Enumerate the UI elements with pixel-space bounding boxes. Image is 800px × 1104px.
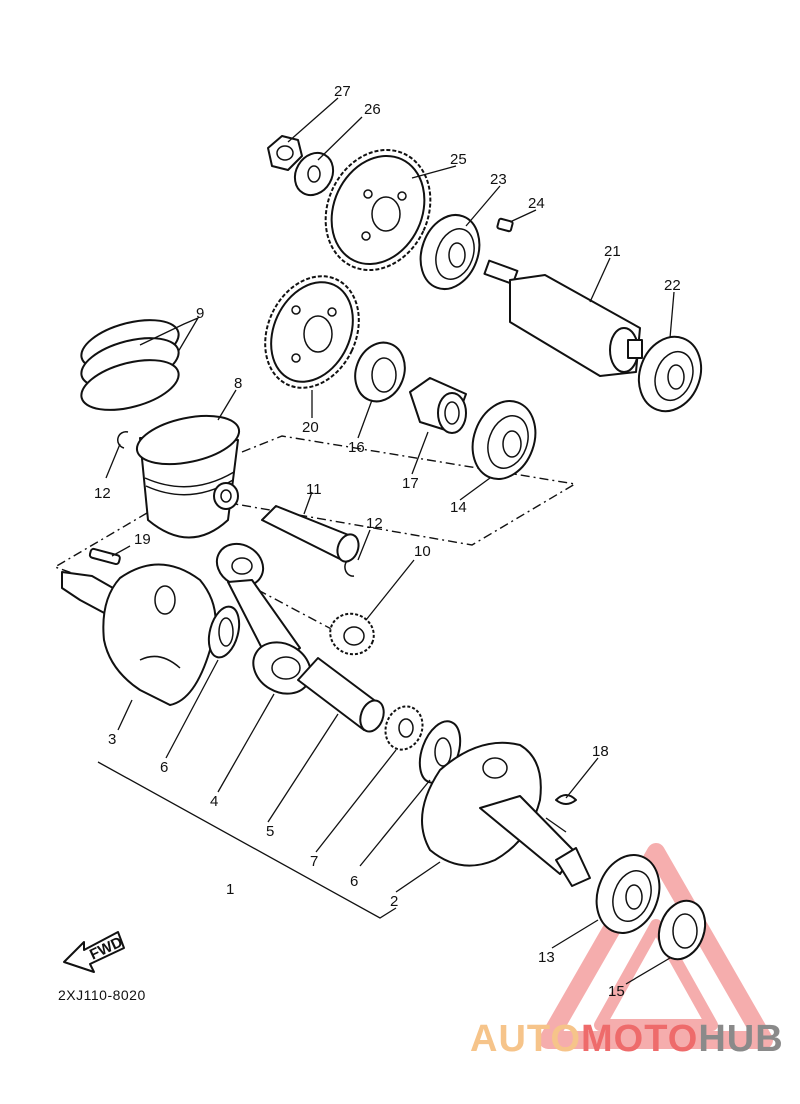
watermark-triangle (539, 843, 773, 1049)
watermark-letter: O (550, 1018, 581, 1060)
callout-19: 19 (134, 531, 151, 548)
part-21-balancer-shaft (483, 259, 643, 377)
callout-1: 1 (226, 881, 234, 898)
callout-4: 4 (210, 793, 218, 810)
callout-25: 25 (450, 151, 467, 168)
callout-17: 17 (402, 475, 419, 492)
part-2-crank-right (421, 741, 591, 887)
callout-7: 7 (310, 853, 318, 870)
callout-15: 15 (608, 983, 625, 1000)
callout-2: 2 (390, 893, 398, 910)
part-12-circlip-upper (117, 431, 129, 449)
part-24-key (496, 217, 514, 233)
part-7-needle-bearing (384, 705, 424, 751)
callout-14: 14 (450, 499, 467, 516)
part-26-washer (293, 151, 335, 197)
part-14-bearing (471, 400, 537, 480)
callout-16: 16 (348, 439, 365, 456)
part-25-gear (324, 148, 432, 272)
callout-6-right: 6 (350, 873, 358, 890)
part-19-dowel-pin (88, 547, 121, 566)
callout-12-upper: 12 (94, 485, 111, 502)
watermark-part1: AUTOMOTO (470, 1018, 698, 1060)
callout-5: 5 (266, 823, 274, 840)
callout-6-left: 6 (160, 759, 168, 776)
callout-26: 26 (364, 101, 381, 118)
leader-lines (97, 97, 675, 985)
watermark-letter: O (667, 1018, 699, 1060)
part-5-crank-pin (297, 657, 385, 733)
watermark-letter: M (581, 1018, 614, 1060)
callout-23: 23 (490, 171, 507, 188)
watermark-letter: T (526, 1018, 551, 1060)
watermark-letter: U (498, 1018, 527, 1060)
callout-8: 8 (234, 375, 242, 392)
part-20-gear (264, 275, 360, 389)
part-9-piston-rings (80, 319, 180, 411)
callout-9: 9 (196, 305, 204, 322)
callout-27: 27 (334, 83, 351, 100)
callout-22: 22 (664, 277, 681, 294)
callout-11: 11 (306, 481, 322, 498)
callout-12-lower: 12 (366, 515, 383, 532)
watermark-letter: T (644, 1018, 668, 1060)
part-3-crank-left (61, 563, 217, 706)
part-11-piston-pin (261, 505, 360, 563)
part-22-bearing (637, 335, 703, 413)
part-8-piston (135, 414, 241, 539)
callout-24: 24 (528, 195, 545, 212)
callout-3: 3 (108, 731, 116, 748)
part-23-bearing (419, 214, 481, 290)
watermark-letter: O (613, 1018, 645, 1060)
callout-13: 13 (538, 949, 555, 966)
part-6-washer-left (207, 605, 241, 659)
part-4-connecting-rod (215, 542, 312, 695)
part-18-key (555, 794, 577, 805)
watermark-text: AUTOMOTOHUB (470, 1018, 784, 1061)
callout-21: 21 (604, 243, 621, 260)
callout-18: 18 (592, 743, 609, 760)
part-27-nut (267, 135, 303, 171)
callout-10: 10 (414, 543, 431, 560)
callout-20: 20 (302, 419, 319, 436)
part-17-collar (409, 377, 467, 434)
part-16-oil-seal (354, 341, 406, 403)
part-10-needle-bearing (329, 612, 375, 656)
watermark-letter: A (470, 1018, 499, 1060)
watermark-part2: HUB (698, 1018, 784, 1060)
diagram-code: 2XJ110-8020 (58, 987, 146, 1003)
callout-numbers: 27 26 25 23 24 21 22 9 8 20 16 17 14 12 … (94, 83, 681, 1000)
part-13-bearing (595, 854, 661, 934)
part-15-oil-seal (657, 899, 707, 961)
fwd-arrow-icon: FWD (63, 931, 125, 973)
